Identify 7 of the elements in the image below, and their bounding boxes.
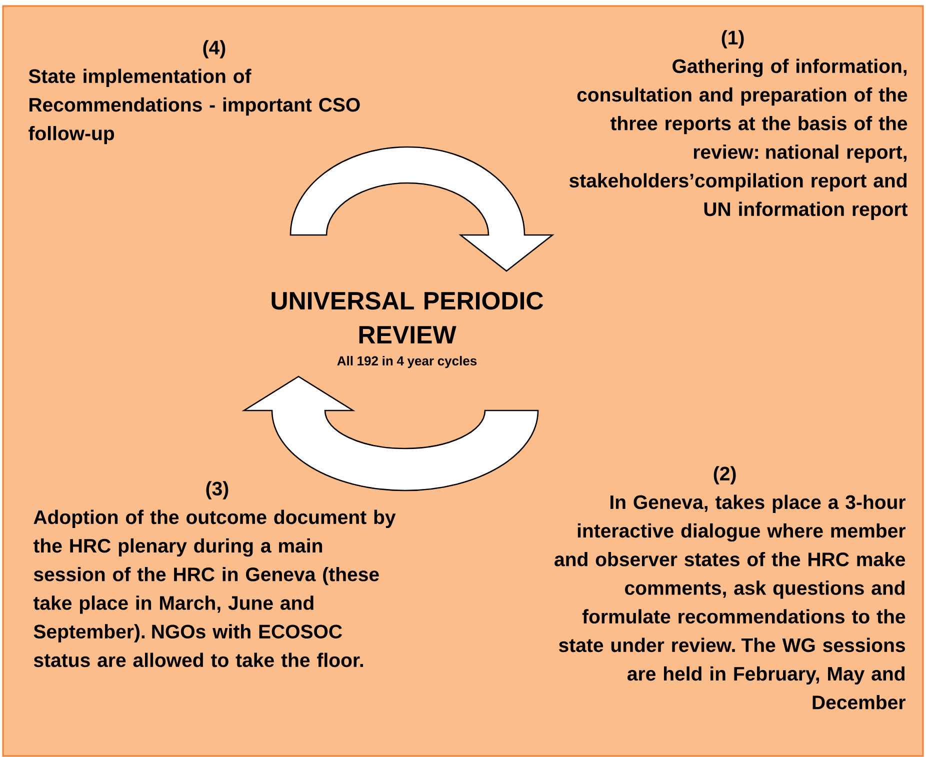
title-text: UNIVERSAL PERIODIC REVIEW All 192 in 4 year cycles [272,292,544,368]
curved-arrow [290,146,554,272]
step-text: (4) State implementation of Recommendations - important CSO follow-up [28,40,360,144]
step-text: (2) In Geneva, takes place a 3-hour interactive dialogue where member and observer states of the HRC make comments, ask questions and formulate recommendations to the state under review. The WG sessions are held in February, May and December [554,466,906,710]
step-text: (3) Adoption of the outcome document by the HRC plenary during a main session of the HRC in Geneva (these take place in March, June and September). NGOs with ECOSOC status are allowed to take the floor. [33,481,396,668]
curved-arrow [243,376,539,492]
step-text: (1) Gathering of information, consultation and preparation of the three reports at the basis of the review: national report, stakeholders’compilation report and UN information report [569,30,908,220]
